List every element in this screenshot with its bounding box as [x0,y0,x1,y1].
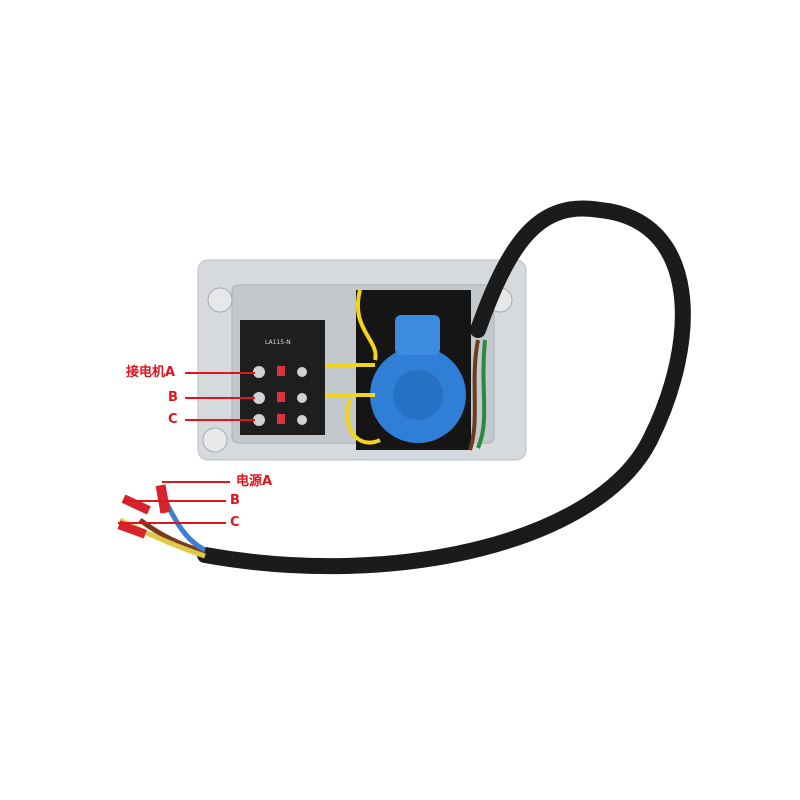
label-motor-a: 接电机A [126,365,176,380]
label-motor-c: C [168,412,178,427]
pointer-line [185,419,255,421]
screw-post [207,287,233,313]
yellow-wire [325,289,381,445]
label-motor-b: B [168,390,178,405]
module-label: LA115-N [265,339,291,346]
label-power-a: 电源A [236,474,273,489]
pointer-line [162,481,230,483]
screw-post [202,427,228,453]
power-cable [197,200,691,575]
label-power-b: B [230,493,240,508]
pointer-line [118,522,226,524]
pointer-line [185,372,255,374]
pointer-line [185,397,255,399]
pointer-line [123,500,226,502]
label-power-c: C [230,515,240,530]
